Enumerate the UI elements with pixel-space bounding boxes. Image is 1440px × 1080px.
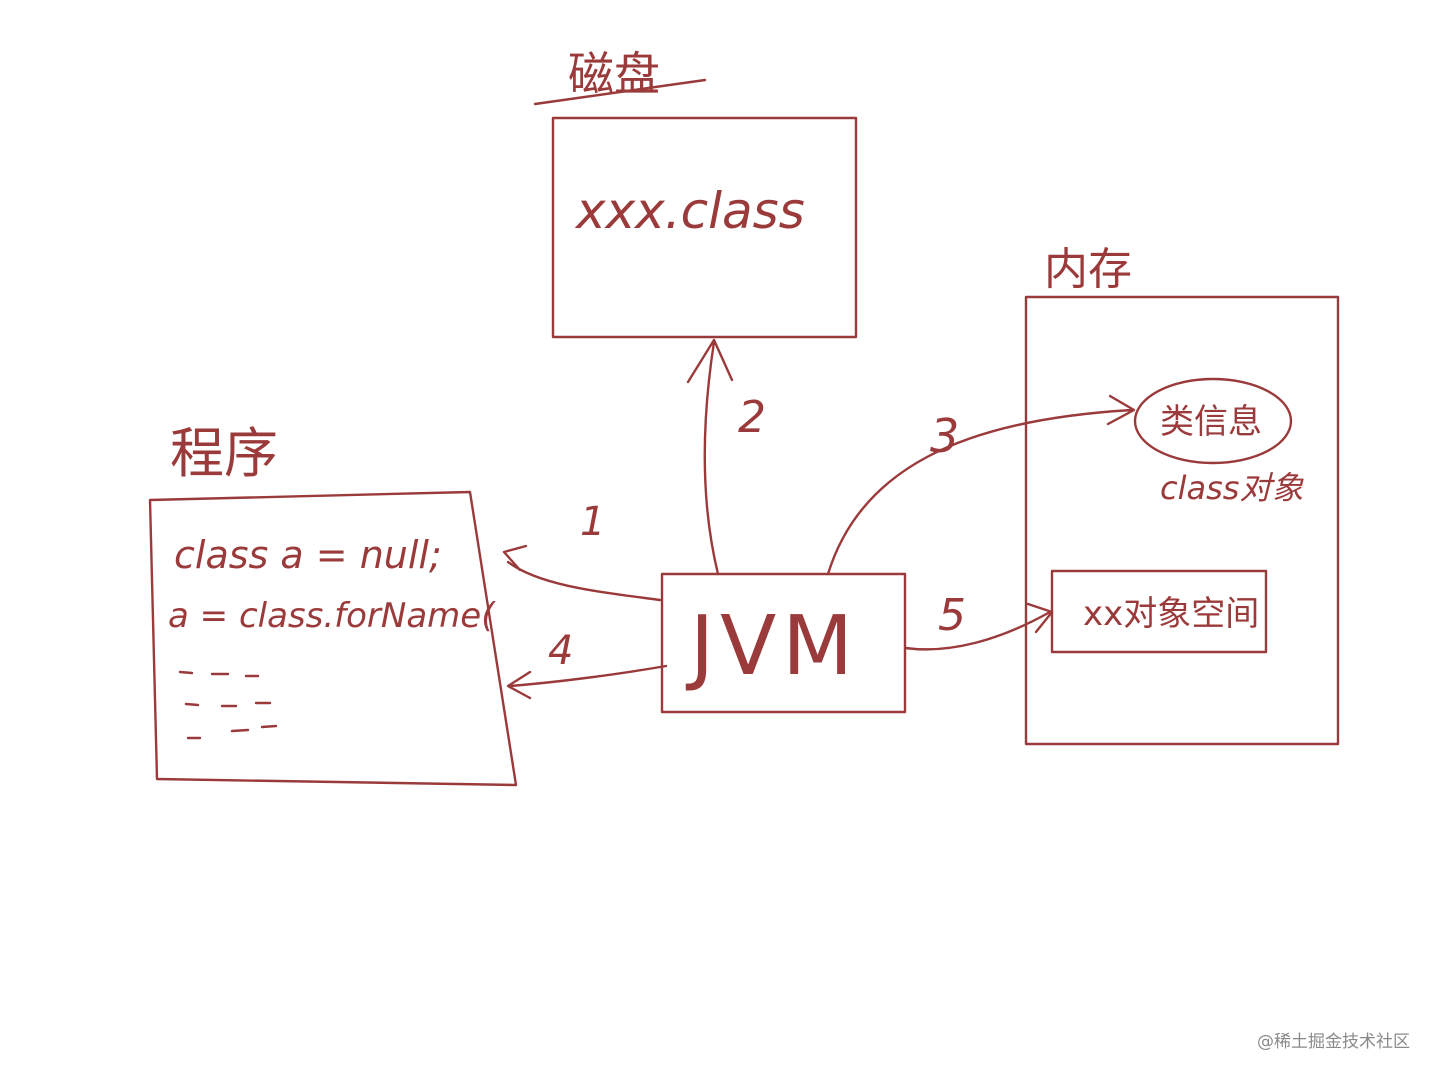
arrow-2-head (686, 338, 734, 384)
step-4-label: 4 (548, 628, 573, 674)
class-object-label: class对象 (1160, 469, 1304, 507)
arrow-3-head (1106, 394, 1136, 426)
program-title: 程序 (170, 422, 278, 485)
class-info-label: 类信息 (1160, 402, 1262, 442)
arrow-4 (508, 664, 668, 688)
memory-title: 内存 (1044, 244, 1132, 295)
arrow-1 (506, 560, 662, 602)
ellipsis-line-2 (184, 701, 272, 708)
class-info-ellipse (1133, 377, 1293, 465)
jvm-label: JVM (685, 599, 859, 694)
step-2-label: 2 (738, 392, 766, 443)
step-3-label: 3 (930, 409, 959, 463)
disk-content: xxx.class (574, 182, 805, 240)
program-box (148, 490, 518, 787)
arrow-1-head (502, 544, 528, 572)
object-space-label: xx对象空间 (1083, 594, 1259, 634)
arrow-5-head (1026, 602, 1054, 634)
arrow-2 (703, 340, 720, 576)
step-1-label: 1 (580, 499, 605, 545)
ellipsis-line-1 (178, 670, 260, 678)
arrow-4-head (506, 670, 532, 700)
disk-box (551, 116, 858, 339)
disk-title-underline (533, 78, 707, 106)
program-line-1: class a = null; (174, 533, 442, 577)
watermark: @稀土掘金技术社区 (1257, 1032, 1410, 1052)
ellipsis-line-3 (186, 724, 278, 740)
arrow-5 (903, 610, 1052, 651)
program-line-2: a = class.forName( (168, 596, 496, 636)
memory-box (1024, 295, 1340, 746)
arrow-3 (826, 408, 1134, 576)
jvm-box (660, 572, 907, 714)
step-5-label: 5 (938, 590, 966, 641)
